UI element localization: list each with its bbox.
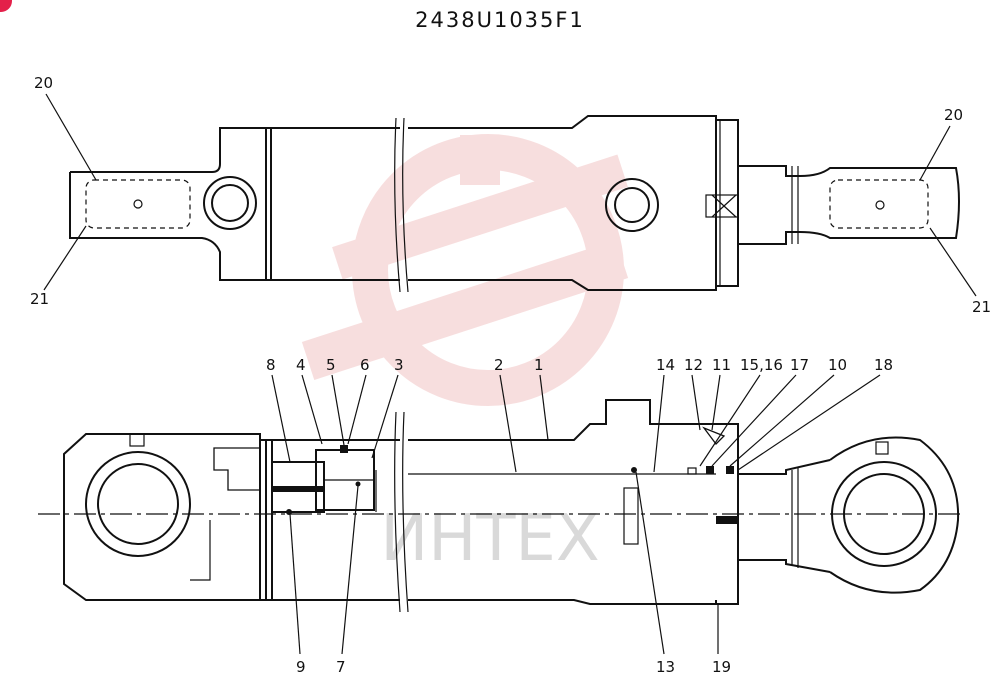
part-number-title: 2438U1035F1 bbox=[415, 8, 585, 32]
label-20-right: 20 bbox=[944, 106, 963, 124]
label-11: 11 bbox=[712, 356, 731, 374]
label-14: 14 bbox=[656, 356, 675, 374]
label-13: 13 bbox=[656, 658, 675, 676]
label-4: 4 bbox=[296, 356, 306, 374]
label-7: 7 bbox=[336, 658, 346, 676]
label-1: 1 bbox=[534, 356, 544, 374]
label-19: 19 bbox=[712, 658, 731, 676]
label-20-left: 20 bbox=[34, 74, 53, 92]
watermark-text: ИНТЕХ bbox=[380, 502, 599, 576]
label-5: 5 bbox=[326, 356, 336, 374]
label-6: 6 bbox=[360, 356, 370, 374]
watermark-logo bbox=[301, 134, 629, 406]
section-labels-bottom: 9 7 13 19 bbox=[289, 471, 731, 676]
section-view bbox=[38, 399, 965, 613]
label-2: 2 bbox=[494, 356, 504, 374]
label-21-left: 21 bbox=[30, 290, 49, 308]
label-15-16: 15,16 bbox=[740, 356, 783, 374]
label-17: 17 bbox=[790, 356, 809, 374]
label-9: 9 bbox=[296, 658, 306, 676]
label-10: 10 bbox=[828, 356, 847, 374]
label-12: 12 bbox=[684, 356, 703, 374]
section-labels-top: 8 4 5 6 3 2 1 14 12 11 15,16 17 10 bbox=[266, 356, 893, 473]
label-8: 8 bbox=[266, 356, 276, 374]
label-18: 18 bbox=[874, 356, 893, 374]
top-view bbox=[69, 115, 960, 293]
label-21-right: 21 bbox=[972, 298, 991, 316]
label-3: 3 bbox=[394, 356, 404, 374]
